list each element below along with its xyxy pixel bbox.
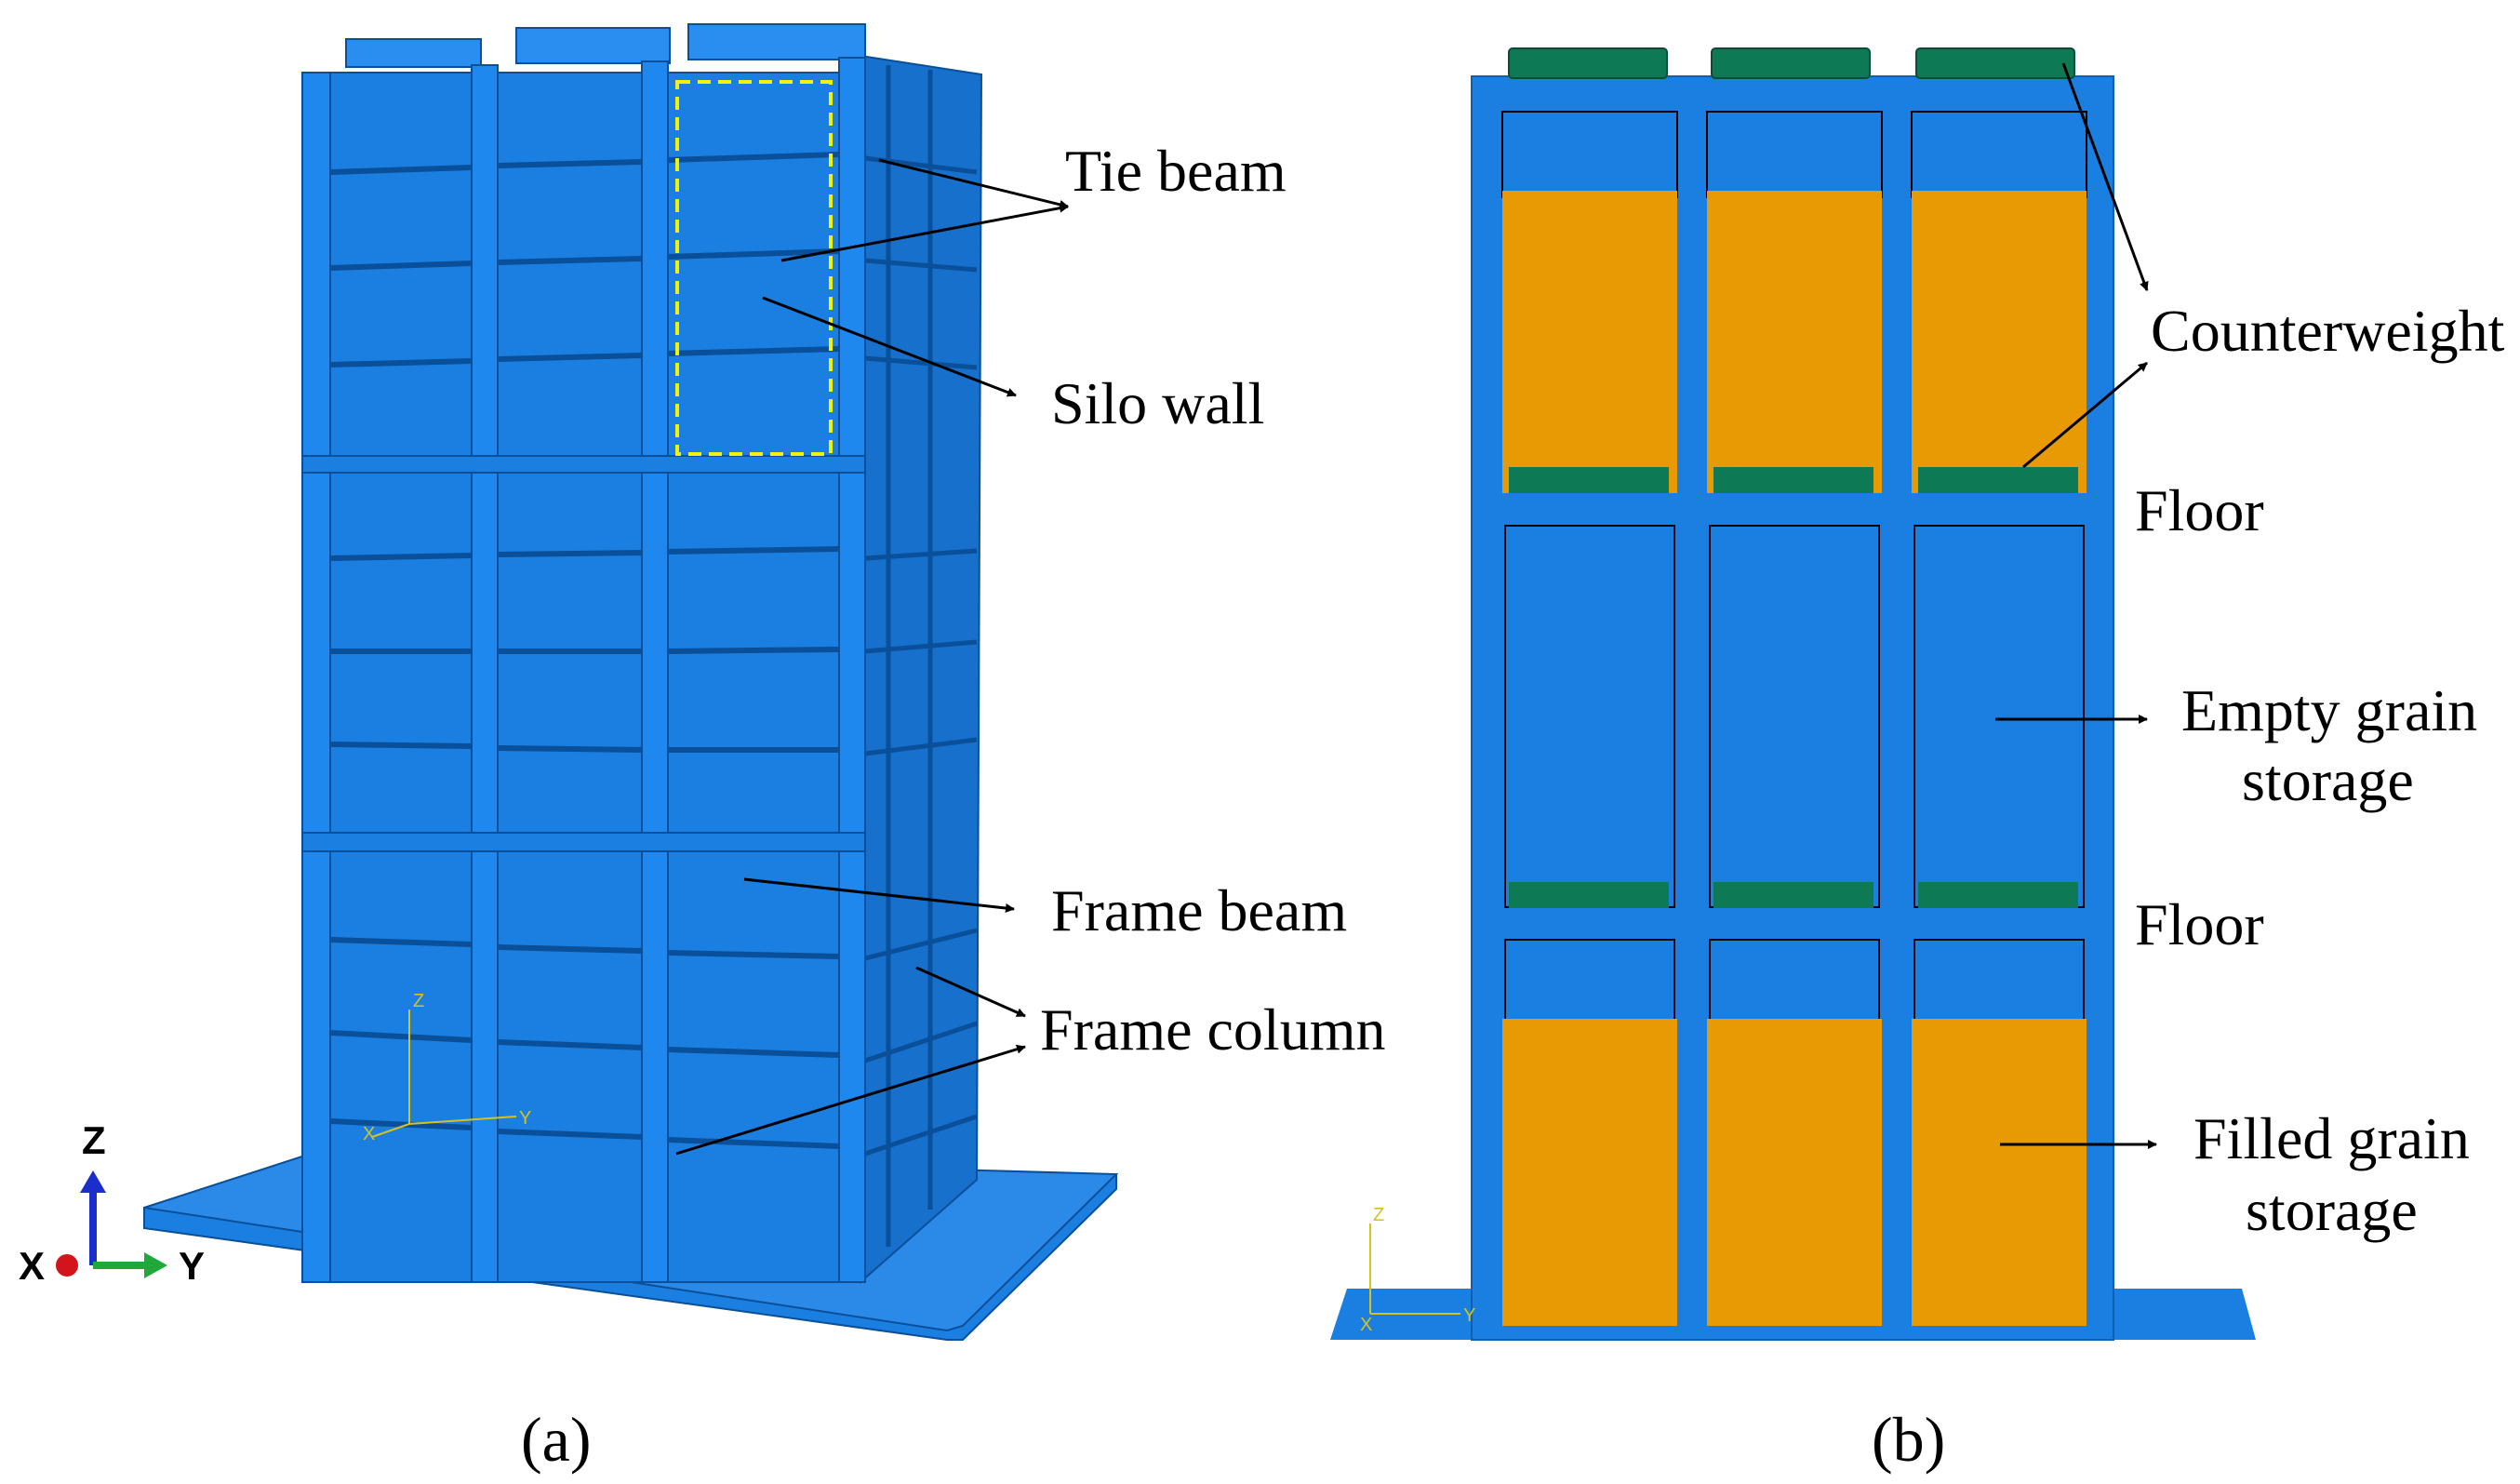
upper-cells — [1501, 111, 2087, 493]
label-tie-beam: Tie beam — [1065, 138, 1287, 204]
silo-right-side — [860, 54, 983, 1285]
model-triad-b-y: Y — [1463, 1305, 1475, 1326]
caption-b: (b) — [1872, 1404, 1945, 1475]
annotation-arrows-a — [675, 158, 1069, 1156]
foundation-b-right — [2112, 1289, 2256, 1340]
label-filled-storage-2: storage — [2246, 1177, 2418, 1243]
model-triad-b-x: X — [1360, 1315, 1372, 1335]
model-triad-a — [371, 1009, 517, 1138]
label-floor-lower: Floor — [2135, 891, 2264, 957]
label-empty-storage-2: storage — [2242, 747, 2414, 813]
silo-wall-highlight — [675, 80, 833, 456]
frame-columns — [301, 57, 866, 1283]
side-details — [864, 65, 978, 1247]
model-triad-a-z: Z — [413, 991, 424, 1011]
middle-cells — [1504, 525, 2085, 908]
silo-top-caps — [345, 23, 866, 68]
model-triad-b — [1369, 1223, 1460, 1315]
label-frame-beam: Frame beam — [1051, 877, 1347, 943]
panel-b: Z Y X Counterweight Floor Empty grain st… — [1330, 47, 2505, 1475]
tie-beams — [329, 152, 840, 1149]
global-axes — [56, 1170, 167, 1278]
caption-a: (a) — [521, 1404, 591, 1475]
model-triad-a-x: X — [363, 1124, 375, 1144]
axis-z-label: Z — [82, 1118, 106, 1162]
label-empty-storage-1: Empty grain — [2181, 677, 2477, 743]
model-triad-a-y: Y — [519, 1108, 531, 1129]
label-frame-column: Frame column — [1040, 996, 1385, 1063]
model-triad-b-z: Z — [1373, 1205, 1384, 1225]
label-filled-storage-1: Filled grain — [2193, 1105, 2470, 1171]
axis-y-label: Y — [179, 1244, 205, 1288]
label-silo-wall: Silo wall — [1051, 370, 1264, 436]
silo-front-face — [301, 72, 866, 1283]
label-floor-upper: Floor — [2135, 477, 2264, 543]
annotation-arrows-b — [1995, 62, 2157, 1149]
top-counterweights — [1508, 47, 2075, 79]
axis-x-label: X — [19, 1244, 45, 1288]
panel-a: Z Y X Z X Y Tie beam Silo wall Frame bea… — [19, 23, 1385, 1475]
frame-beams — [301, 455, 866, 852]
lower-cells — [1502, 939, 2087, 1326]
label-counterweight: Counterweight — [2151, 298, 2505, 364]
